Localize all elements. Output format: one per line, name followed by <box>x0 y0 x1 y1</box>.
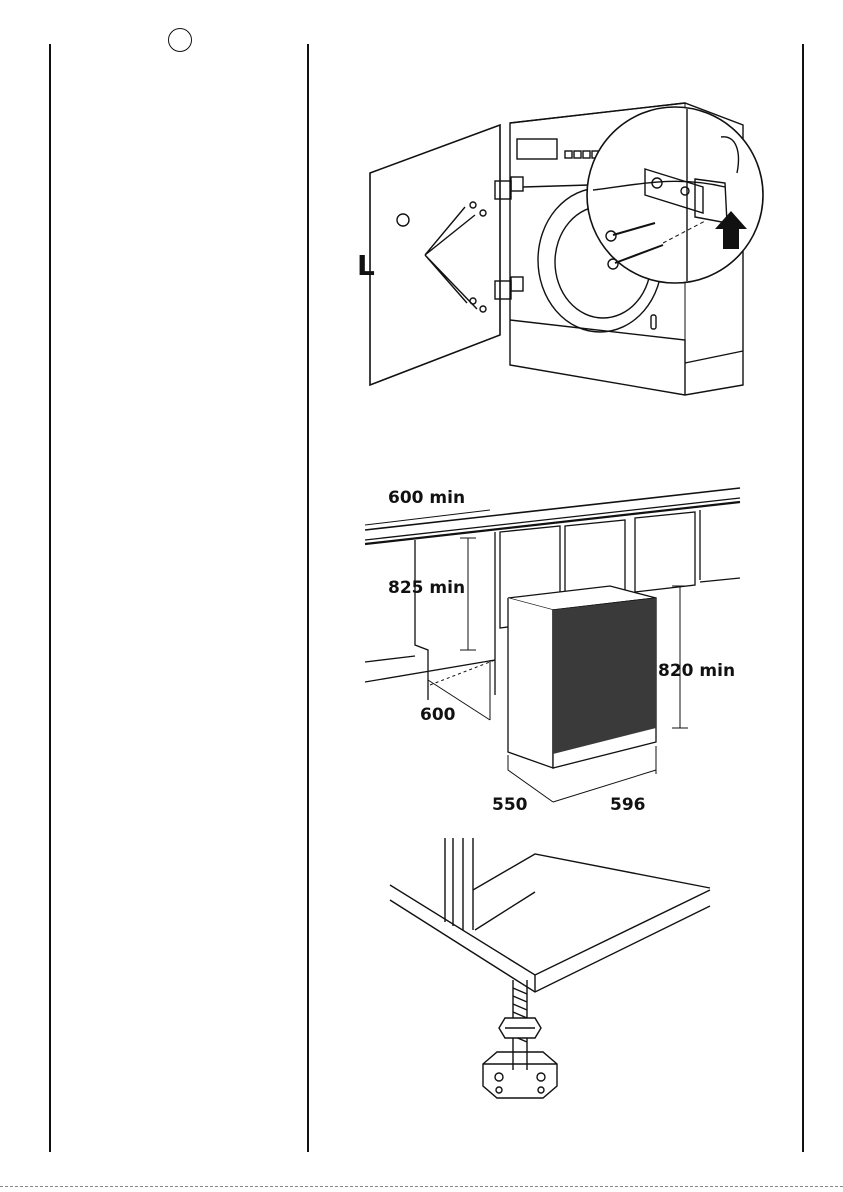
dim-appliance-depth: 550 <box>492 795 528 815</box>
country-badge <box>168 28 192 52</box>
dim-niche-depth: 600 <box>420 705 456 725</box>
dim-appliance-height: 820 min <box>658 661 735 681</box>
page-bottom-edge <box>0 1186 843 1187</box>
hinge-part-label: L <box>357 249 375 282</box>
country-code <box>169 29 191 51</box>
adjustable-foot-illustration <box>385 830 725 1130</box>
dim-counter-height: 825 min <box>388 578 465 598</box>
dim-side-clearance: 600 min <box>388 488 465 508</box>
hinge-illustration: L <box>345 95 775 405</box>
niche-dimensions-figure: 600 min 825 min 600 820 min 550 596 <box>360 470 780 830</box>
right-margin-rule <box>802 44 804 1152</box>
hinge-figure: L <box>345 95 775 405</box>
adjustable-foot-figure <box>385 830 725 1130</box>
niche-dimensions-illustration: 600 min 825 min 600 820 min 550 596 <box>360 470 780 830</box>
dim-appliance-width: 596 <box>610 795 646 815</box>
column-divider-rule <box>307 44 309 1152</box>
left-margin-rule <box>49 44 51 1152</box>
